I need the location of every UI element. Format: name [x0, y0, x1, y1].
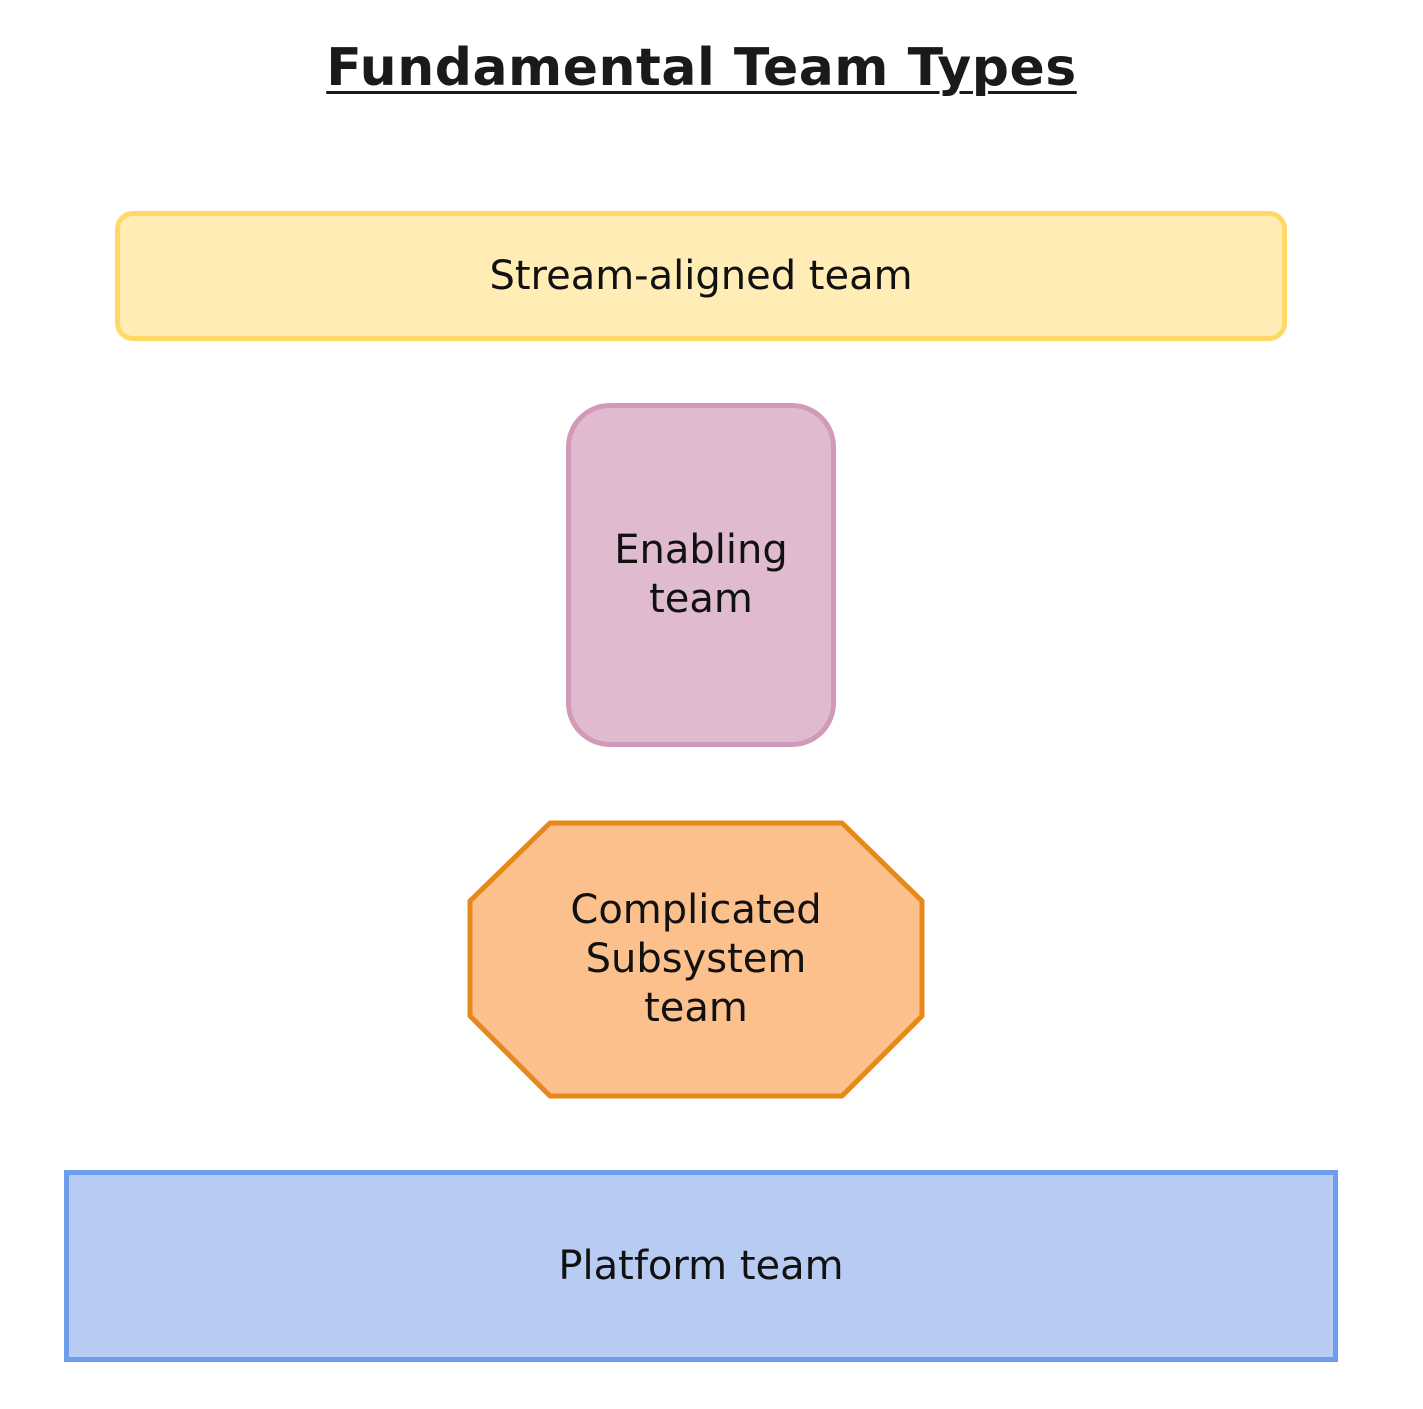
complicated-subsystem-team-label: Complicated Subsystem team: [467, 820, 925, 1099]
diagram-title: Fundamental Team Types: [326, 38, 1077, 98]
octagon-shape: [467, 820, 925, 1099]
stream-aligned-team-box: Stream-aligned team: [115, 211, 1287, 341]
complicated-subsystem-team-label-line-2: Subsystem: [585, 936, 807, 982]
complicated-subsystem-team-label-line-3: team: [644, 985, 748, 1031]
complicated-subsystem-team-box: Complicated Subsystem team: [467, 820, 925, 1099]
enabling-team-label: Enabling team: [614, 526, 788, 624]
stream-aligned-team-label: Stream-aligned team: [489, 252, 913, 299]
platform-team-box: Platform team: [64, 1170, 1338, 1362]
enabling-team-box: Enabling team: [566, 403, 836, 747]
complicated-subsystem-team-label-line-1: Complicated: [570, 887, 822, 933]
enabling-team-label-line-1: Enabling: [614, 527, 788, 573]
platform-team-label: Platform team: [558, 1242, 844, 1289]
enabling-team-label-line-2: team: [649, 576, 753, 622]
